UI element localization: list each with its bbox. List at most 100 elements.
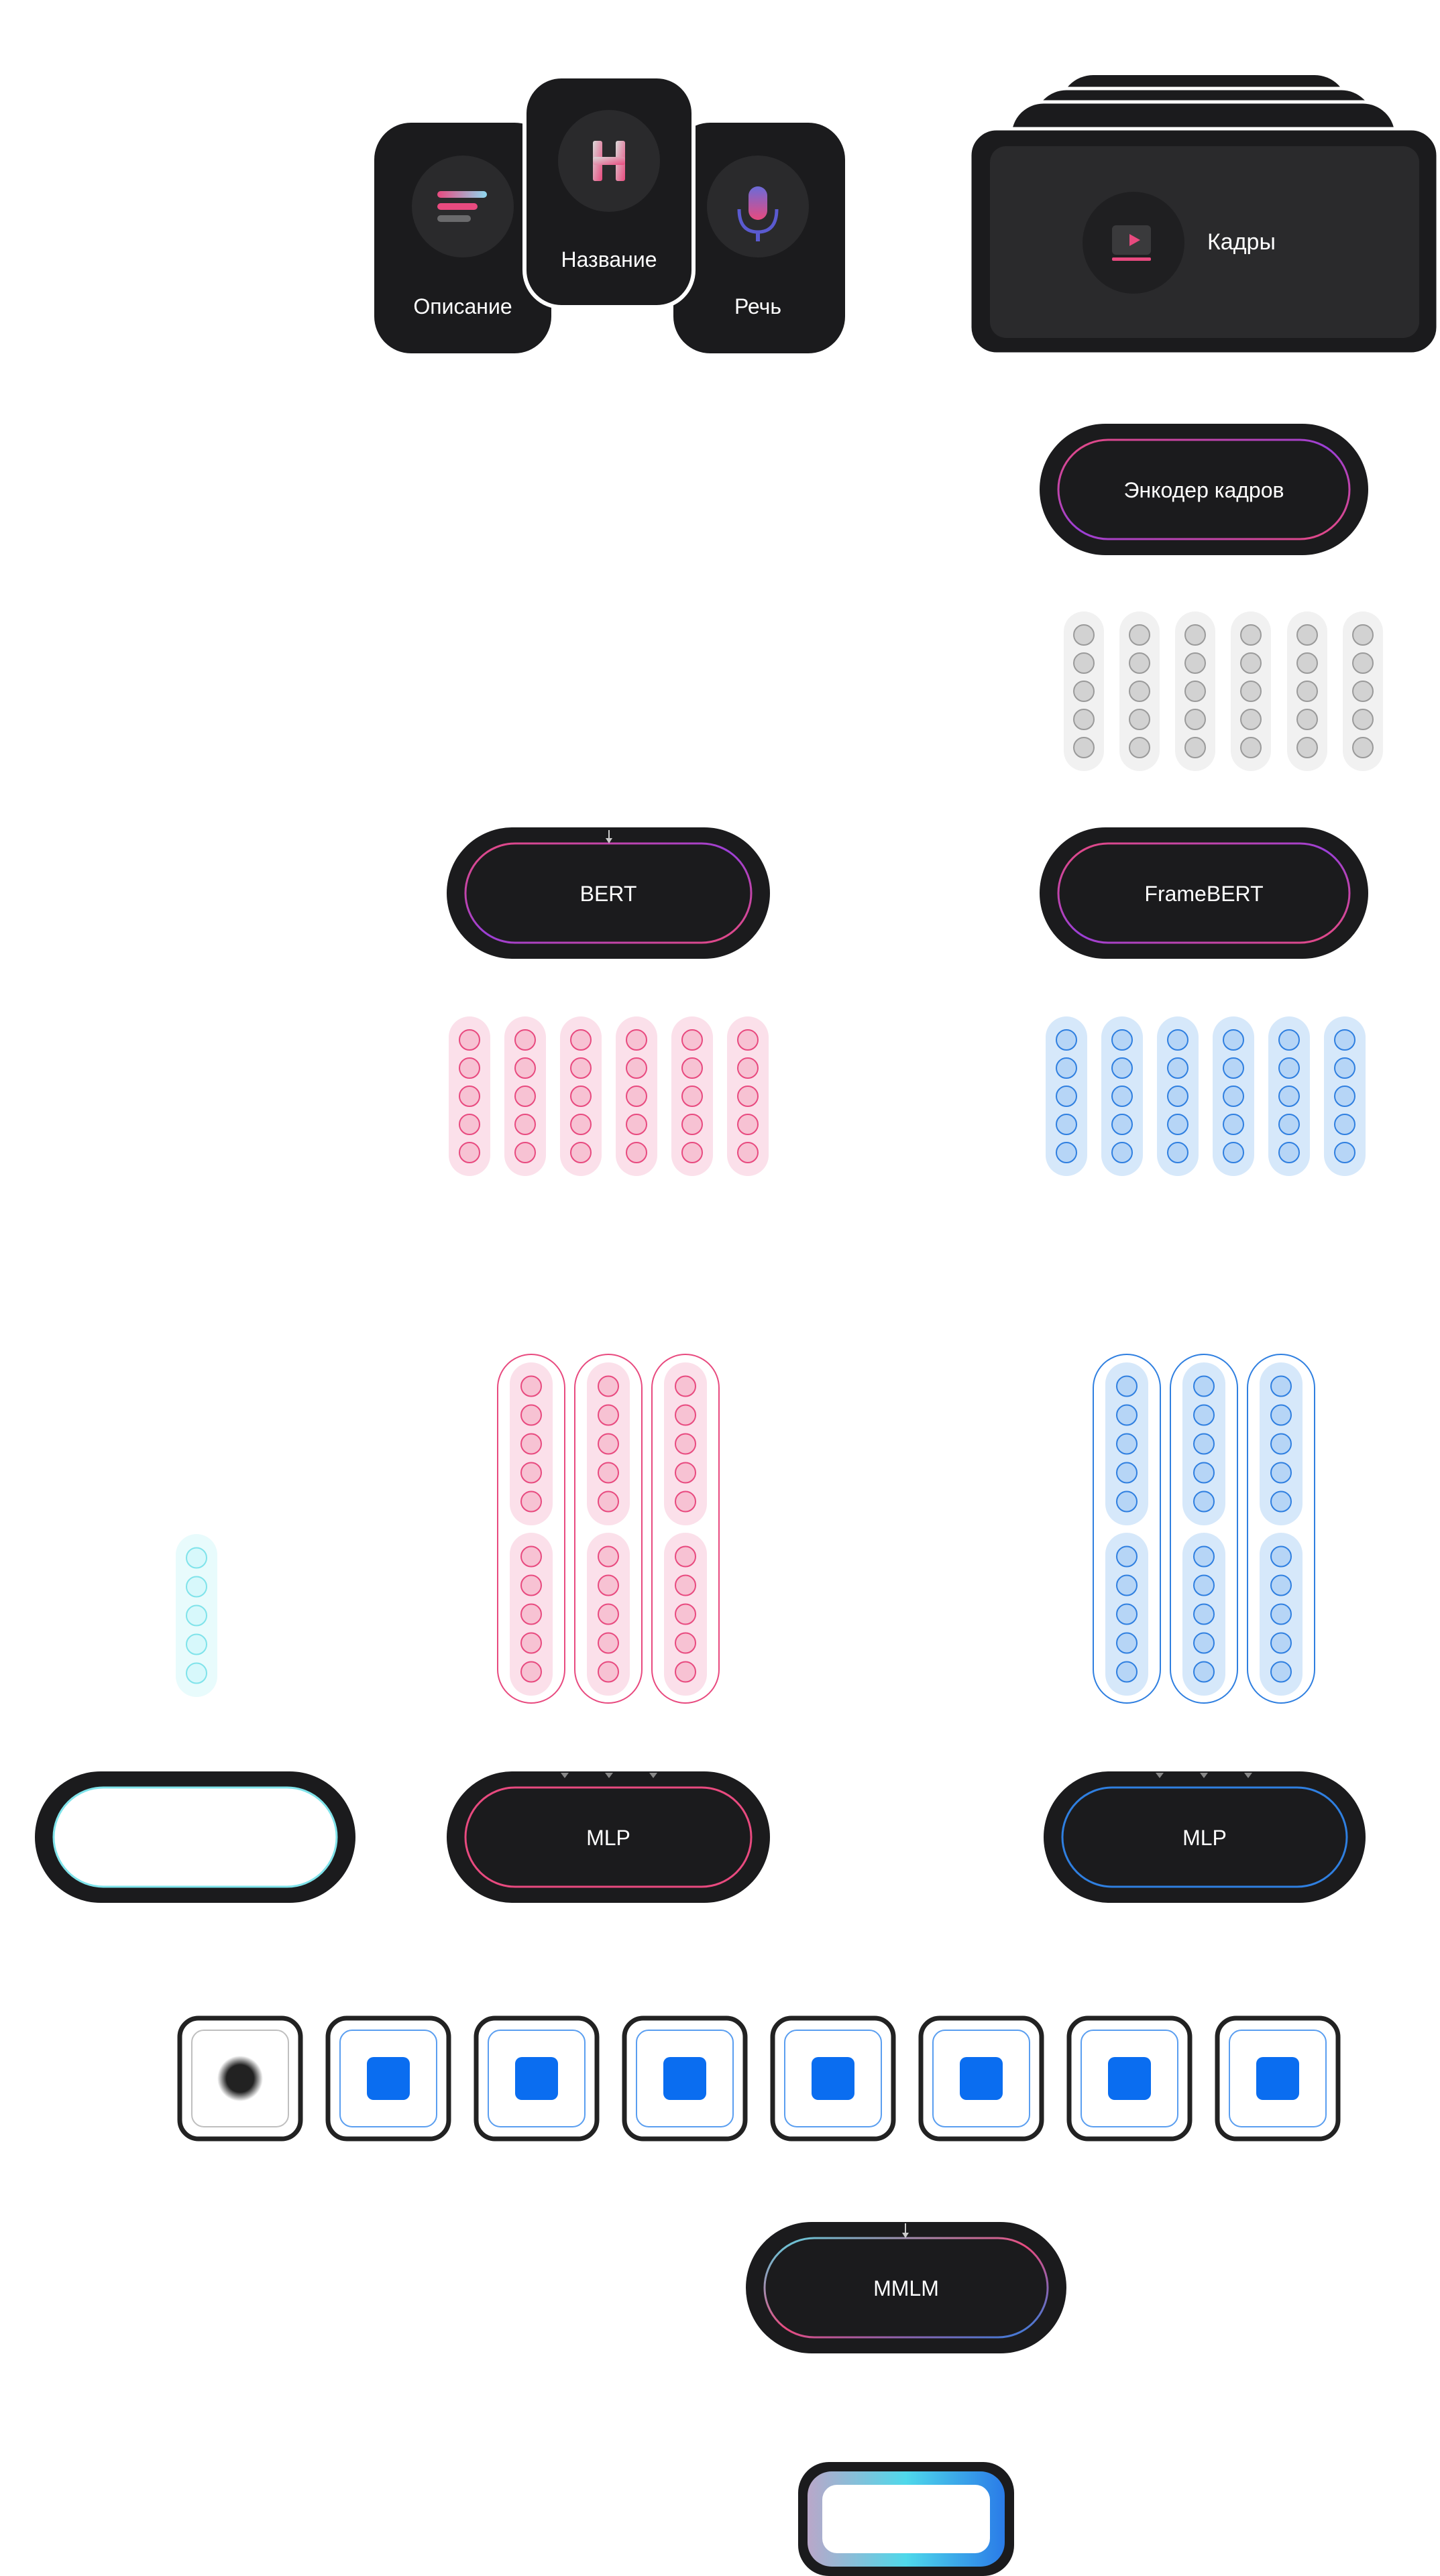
arrow-head bbox=[649, 1773, 657, 1778]
token-column bbox=[1105, 1533, 1148, 1696]
token-circle bbox=[1278, 1057, 1300, 1079]
fused-square-token bbox=[1215, 2015, 1341, 2142]
token-circle bbox=[1111, 1142, 1133, 1163]
token-circle bbox=[1184, 709, 1206, 730]
video-pooled-group bbox=[1093, 1354, 1161, 1704]
text-token-column bbox=[449, 1016, 490, 1176]
token-circle bbox=[1193, 1632, 1215, 1654]
token-circle bbox=[1278, 1029, 1300, 1051]
token-circle bbox=[1167, 1086, 1188, 1107]
frame-encoder-label: Энкодер кадров bbox=[1123, 478, 1284, 502]
token-circle bbox=[1056, 1114, 1077, 1135]
token-circle bbox=[1270, 1632, 1292, 1654]
token-circle bbox=[520, 1603, 542, 1625]
input-card-title: Название bbox=[522, 74, 696, 309]
square-token-inner bbox=[1229, 2030, 1327, 2127]
token-circle bbox=[1334, 1029, 1355, 1051]
token-circle bbox=[1278, 1086, 1300, 1107]
token-circle bbox=[514, 1142, 536, 1163]
token-circle bbox=[681, 1086, 703, 1107]
text-token-column bbox=[671, 1016, 713, 1176]
token-circle bbox=[1270, 1603, 1292, 1625]
text-token-column bbox=[727, 1016, 769, 1176]
token-circle bbox=[1296, 709, 1318, 730]
token-column bbox=[1105, 1362, 1148, 1525]
token-circle bbox=[520, 1490, 542, 1513]
token-circle bbox=[1073, 681, 1095, 702]
token-circle bbox=[737, 1142, 759, 1163]
fused-token-sequence bbox=[177, 2015, 1341, 2142]
token-circle bbox=[1352, 737, 1374, 758]
token-circle bbox=[675, 1404, 696, 1426]
bert-module: BERT bbox=[447, 827, 770, 959]
token-circle bbox=[1278, 1142, 1300, 1163]
token-circle bbox=[1073, 652, 1095, 674]
token-circle bbox=[1334, 1086, 1355, 1107]
frame-encoder-module: Энкодер кадров bbox=[1040, 424, 1368, 555]
arrow-head bbox=[1200, 1773, 1208, 1778]
token-circle bbox=[1167, 1114, 1188, 1135]
token-circle bbox=[598, 1375, 619, 1397]
token-circle bbox=[520, 1462, 542, 1484]
token-circle bbox=[1240, 709, 1262, 730]
token-circle bbox=[1223, 1086, 1244, 1107]
token-circle bbox=[1193, 1375, 1215, 1397]
token-circle bbox=[1223, 1029, 1244, 1051]
token-circle bbox=[459, 1114, 480, 1135]
video-embedding-tokens bbox=[1046, 1016, 1366, 1176]
token-circle bbox=[675, 1375, 696, 1397]
token-circle bbox=[1240, 737, 1262, 758]
square-token-inner bbox=[488, 2030, 586, 2127]
token-circle bbox=[1296, 652, 1318, 674]
blue-square bbox=[367, 2057, 410, 2100]
video-token-column bbox=[1324, 1016, 1366, 1176]
token-circle bbox=[598, 1433, 619, 1455]
token-circle bbox=[681, 1057, 703, 1079]
token-column bbox=[510, 1362, 553, 1525]
token-circle bbox=[1116, 1404, 1138, 1426]
token-column bbox=[1182, 1533, 1225, 1696]
token-circle bbox=[675, 1603, 696, 1625]
fused-square-token bbox=[622, 2015, 748, 2142]
square-token-inner bbox=[1081, 2030, 1178, 2127]
token-circle bbox=[1193, 1603, 1215, 1625]
token-column bbox=[1182, 1362, 1225, 1525]
token-circle bbox=[1073, 737, 1095, 758]
blue-square bbox=[1108, 2057, 1151, 2100]
token-circle bbox=[1334, 1057, 1355, 1079]
output-embedding bbox=[798, 2462, 1014, 2576]
fused-square-token bbox=[1066, 2015, 1193, 2142]
mlp-text-label: MLP bbox=[586, 1826, 630, 1850]
video-token-column bbox=[1101, 1016, 1143, 1176]
token-circle bbox=[1056, 1057, 1077, 1079]
token-circle bbox=[1073, 709, 1095, 730]
video-token-column bbox=[1213, 1016, 1254, 1176]
token-circle bbox=[1116, 1661, 1138, 1683]
letter-h-icon bbox=[593, 141, 625, 181]
token-column bbox=[664, 1362, 707, 1525]
token-circle bbox=[1116, 1632, 1138, 1654]
token-circle bbox=[186, 1633, 207, 1655]
token-circle bbox=[459, 1142, 480, 1163]
framebert-label: FrameBERT bbox=[1144, 882, 1263, 906]
token-circle bbox=[186, 1576, 207, 1598]
token-circle bbox=[1167, 1142, 1188, 1163]
cls-square-token bbox=[177, 2015, 303, 2142]
frame-token-column bbox=[1343, 611, 1383, 771]
token-circle bbox=[1116, 1603, 1138, 1625]
fused-square-token bbox=[770, 2015, 896, 2142]
arrow-head bbox=[1156, 1773, 1164, 1778]
text-pooled-groups bbox=[497, 1354, 720, 1704]
token-circle bbox=[1129, 681, 1150, 702]
token-circle bbox=[1270, 1574, 1292, 1596]
token-column bbox=[587, 1533, 630, 1696]
token-circle bbox=[598, 1545, 619, 1568]
token-circle bbox=[1193, 1490, 1215, 1513]
bert-label: BERT bbox=[580, 882, 637, 906]
fused-square-token bbox=[918, 2015, 1044, 2142]
token-circle bbox=[1270, 1375, 1292, 1397]
token-circle bbox=[1129, 737, 1150, 758]
token-circle bbox=[598, 1574, 619, 1596]
token-circle bbox=[1184, 681, 1206, 702]
mlp-text-module: MLP bbox=[447, 1771, 770, 1903]
